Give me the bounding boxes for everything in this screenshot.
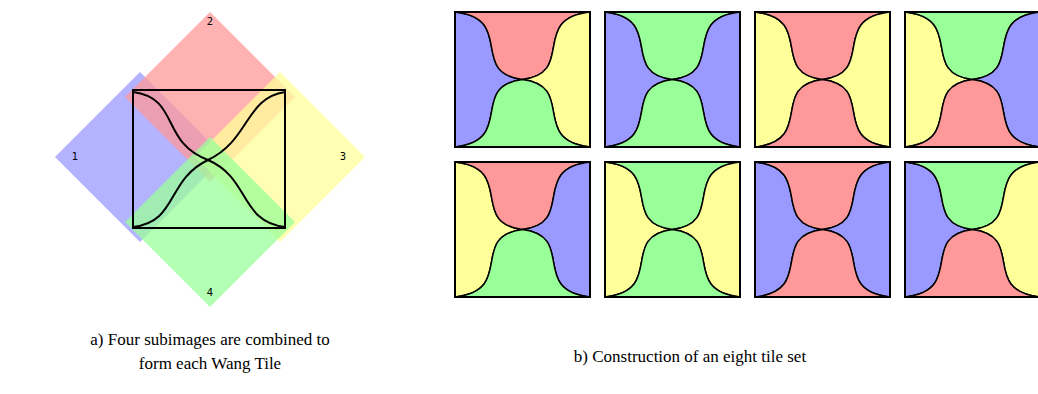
subimages bbox=[55, 12, 365, 307]
callout-number: 1 bbox=[65, 151, 85, 163]
callout-number: 4 bbox=[200, 287, 220, 299]
tile-region bbox=[455, 230, 590, 298]
wang-tile bbox=[755, 12, 890, 147]
tile-frame bbox=[455, 162, 590, 297]
tile-region bbox=[755, 230, 890, 298]
tile-frame bbox=[133, 90, 285, 228]
tile-frame bbox=[755, 12, 890, 147]
tile-region bbox=[755, 80, 890, 148]
tile-outline bbox=[133, 90, 285, 228]
tile-frame bbox=[455, 12, 590, 147]
tile-region bbox=[905, 80, 1038, 148]
wang-tile bbox=[605, 12, 740, 147]
seam-curve bbox=[133, 92, 285, 227]
tile-frame bbox=[905, 12, 1038, 147]
tile-frame bbox=[755, 162, 890, 297]
tile-region bbox=[605, 230, 740, 298]
seam-curve bbox=[133, 92, 285, 227]
wang-tile bbox=[905, 162, 1038, 297]
caption: a) Four subimages are combined to form e… bbox=[85, 328, 335, 376]
tile-frame bbox=[605, 162, 740, 297]
wang-tile bbox=[905, 12, 1038, 147]
tile-frame bbox=[905, 162, 1038, 297]
wang-tile bbox=[605, 162, 740, 297]
tile-set bbox=[455, 12, 1038, 297]
tile-region bbox=[605, 80, 740, 148]
callout-number: 3 bbox=[333, 151, 353, 163]
wang-tile bbox=[755, 162, 890, 297]
tile-region bbox=[455, 80, 590, 148]
tile-region bbox=[905, 230, 1038, 298]
tile-frame bbox=[605, 12, 740, 147]
wang-tile bbox=[455, 162, 590, 297]
caption: b) Construction of an eight tile set bbox=[490, 345, 890, 369]
callout-number: 2 bbox=[200, 16, 220, 28]
wang-tile bbox=[455, 12, 590, 147]
